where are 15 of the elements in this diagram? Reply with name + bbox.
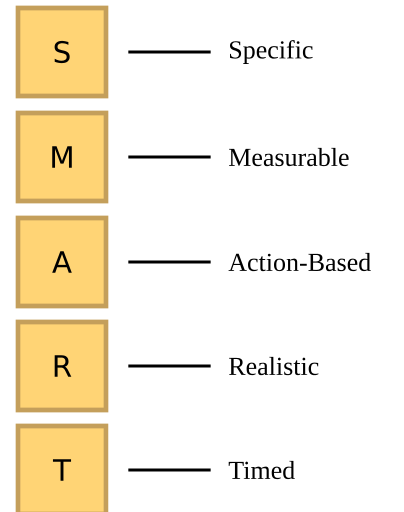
term-label: Specific bbox=[230, 40, 313, 64]
term-label: Action-Based bbox=[228, 252, 371, 272]
term-label: Realistic bbox=[229, 356, 318, 376]
connector-line bbox=[128, 364, 211, 368]
connector-line bbox=[128, 260, 211, 264]
connector-line bbox=[128, 468, 211, 472]
term-label: Timed bbox=[228, 460, 295, 480]
letter-box: M bbox=[16, 110, 108, 204]
connector-line bbox=[128, 156, 211, 158]
connector-line bbox=[128, 50, 211, 54]
letter-box: S bbox=[16, 6, 108, 98]
letter-box: T bbox=[16, 424, 108, 512]
letter-box: A bbox=[16, 216, 108, 308]
letter-box: R bbox=[16, 320, 108, 412]
term-label: Measurable bbox=[229, 148, 349, 166]
